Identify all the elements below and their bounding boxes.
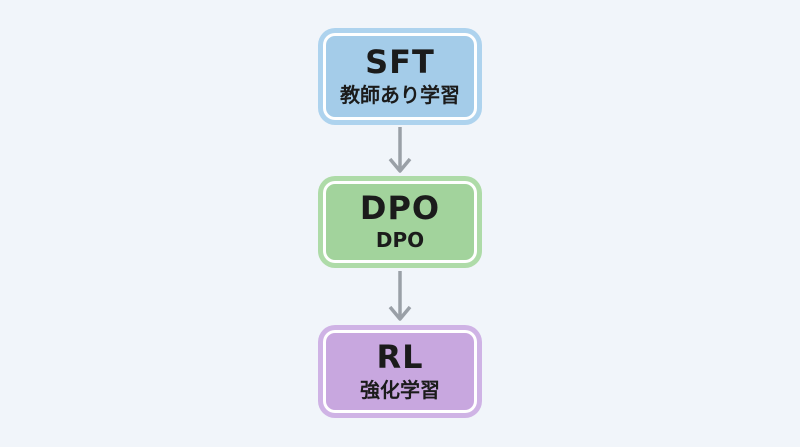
node-sft-white-ring: SFT 教師あり学習 bbox=[323, 33, 477, 120]
node-sft: SFT 教師あり学習 bbox=[318, 28, 482, 125]
node-dpo-subtitle: DPO bbox=[375, 228, 425, 253]
node-dpo-body: DPO DPO bbox=[326, 184, 474, 260]
node-sft-body: SFT 教師あり学習 bbox=[326, 36, 474, 117]
node-rl-body: RL 強化学習 bbox=[326, 333, 474, 410]
arrow-down-icon-sft-to-dpo bbox=[388, 127, 412, 173]
arrow-down-icon-dpo-to-rl bbox=[388, 271, 412, 321]
node-rl-title: RL bbox=[376, 338, 424, 377]
node-sft-title: SFT bbox=[365, 43, 435, 82]
node-dpo: DPO DPO bbox=[318, 176, 482, 268]
node-rl-white-ring: RL 強化学習 bbox=[323, 330, 477, 413]
node-dpo-title: DPO bbox=[359, 188, 441, 227]
node-sft-subtitle: 教師あり学習 bbox=[340, 82, 460, 107]
node-dpo-white-ring: DPO DPO bbox=[323, 181, 477, 263]
node-rl-subtitle: 強化学習 bbox=[360, 377, 440, 402]
node-rl: RL 強化学習 bbox=[318, 325, 482, 418]
